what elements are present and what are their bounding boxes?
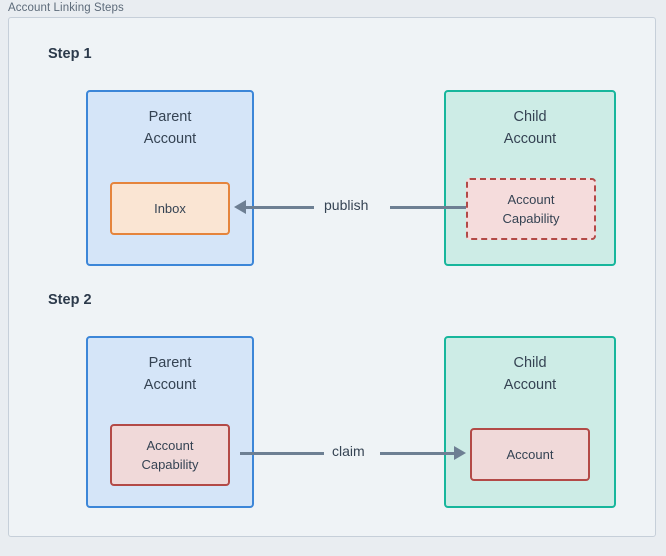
step-1-parent-account-box: Parent Account [86,90,254,266]
step-2-arrow-label: claim [326,443,371,459]
step-2-child-account-box: Child Account [444,336,616,508]
step-2-child-account-title: Child Account [503,355,557,393]
step-1-arrow-segment-left [246,206,314,209]
step-1-inbox-box: Inbox [110,182,230,235]
step-1-child-account-title: Child Account [503,109,557,147]
step-2-account-box: Account [470,428,590,481]
step-2-arrow-head-icon [454,446,466,460]
step-1-arrow-head-icon [234,200,246,214]
step-2-label: Step 2 [48,292,92,308]
step-1-account-capability-box: Account Capability [466,178,596,240]
step-1-parent-account-title: Parent Account [143,109,197,147]
step-2-parent-account-title: Parent Account [143,355,197,393]
step-1-label: Step 1 [48,46,92,62]
step-2-arrow-segment-right [380,452,454,455]
step-2-account-capability-box: Account Capability [110,424,230,486]
step-2-arrow-segment-left [240,452,324,455]
diagram-title: Account Linking Steps [8,2,124,14]
step-1-arrow-segment-right [390,206,466,209]
step-1-arrow-label: publish [318,197,375,213]
